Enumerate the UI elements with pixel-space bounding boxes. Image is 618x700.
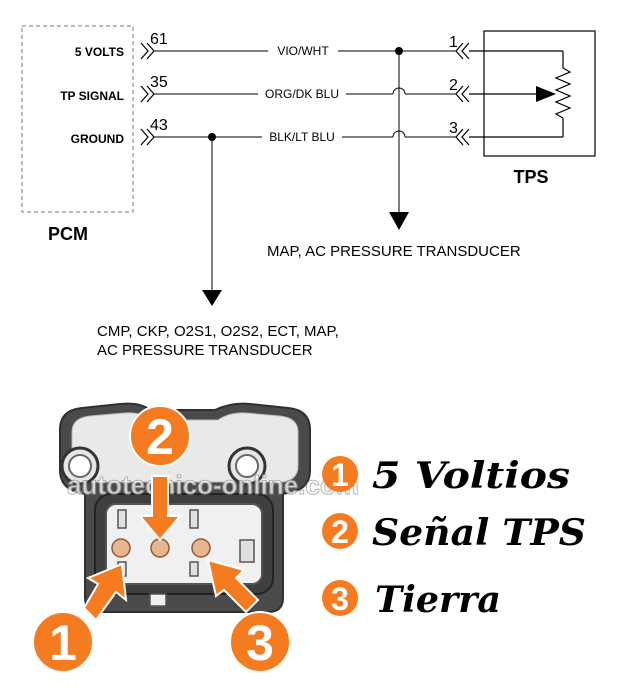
tps-title: TPS bbox=[513, 167, 548, 187]
tps-pin-number-3: 3 bbox=[449, 120, 458, 137]
socket-rib bbox=[189, 509, 199, 529]
connector-key bbox=[149, 593, 167, 607]
legend-number-1: 1 bbox=[331, 457, 349, 493]
wiper-arrow-icon bbox=[536, 86, 556, 102]
callout-arrow-2 bbox=[137, 475, 183, 542]
connector-pin-1 bbox=[111, 538, 131, 558]
tps-pin-number-1: 1 bbox=[449, 34, 458, 51]
mounting-hole-left-inner bbox=[68, 454, 92, 478]
arrow-down-icon bbox=[202, 290, 222, 306]
pcm-pin-label-1: 5 VOLTS bbox=[75, 45, 124, 59]
pcm-pin-number-35: 35 bbox=[150, 74, 168, 91]
tps-connector-illustration bbox=[59, 402, 311, 613]
legend-badge-2 bbox=[322, 513, 358, 549]
callout-arrow-1 bbox=[82, 562, 128, 622]
watermark: autotecnico-online.com bbox=[67, 470, 359, 500]
callout-number-3: 3 bbox=[246, 615, 274, 671]
legend-number-3: 3 bbox=[331, 581, 349, 617]
arrow-down-icon bbox=[389, 212, 409, 230]
legend-number-2: 2 bbox=[331, 514, 349, 550]
wire-color-2: ORG/DK BLU bbox=[265, 87, 339, 101]
wire-color-1: VIO/WHT bbox=[277, 44, 329, 58]
connector-pin-3 bbox=[191, 538, 211, 558]
pcm-pin-number-43: 43 bbox=[150, 117, 168, 134]
tps-connector-chevrons bbox=[455, 42, 470, 146]
pcm-pin-label-3: GROUND bbox=[71, 132, 125, 146]
legend-text-2: Señal TPS bbox=[372, 512, 586, 554]
callout-badges: 2 1 3 bbox=[32, 405, 291, 673]
callout-arrows bbox=[82, 475, 260, 622]
socket-rib bbox=[117, 509, 127, 529]
legend-badge-1 bbox=[322, 456, 358, 492]
legend-text-3: Tierra bbox=[375, 579, 501, 621]
connector-pin-2 bbox=[150, 538, 170, 558]
socket-rib bbox=[239, 539, 255, 563]
callout-badge-1 bbox=[32, 611, 94, 673]
junction-dot-ground bbox=[208, 133, 216, 141]
pcm-pin-label-2: TP SIGNAL bbox=[60, 89, 124, 103]
branch-label-vref: MAP, AC PRESSURE TRANSDUCER bbox=[267, 243, 521, 260]
callout-arrow-3 bbox=[206, 558, 260, 614]
callout-badge-3 bbox=[229, 611, 291, 673]
callout-badge-2 bbox=[129, 405, 191, 467]
legend-text-1: 5 Voltios bbox=[372, 455, 570, 497]
pcm-title: PCM bbox=[48, 224, 88, 244]
wire-color-3: BLK/LT BLU bbox=[269, 130, 335, 144]
legend-badge-3 bbox=[322, 580, 358, 616]
socket-rib bbox=[189, 561, 199, 577]
pcm-pin-number-61: 61 bbox=[150, 31, 168, 48]
callout-number-1: 1 bbox=[49, 615, 77, 671]
pcm-box bbox=[21, 25, 134, 213]
callout-number-2: 2 bbox=[146, 409, 174, 465]
branch-label-ground-1: CMP, CKP, O2S1, O2S2, ECT, MAP, bbox=[97, 323, 339, 340]
mounting-hole-right-inner bbox=[235, 454, 259, 478]
junction-dot-vref bbox=[395, 47, 403, 55]
pin-legend: 1 5 Voltios 2 Señal TPS 3 Tierra bbox=[322, 455, 586, 621]
potentiometer-icon bbox=[469, 50, 572, 138]
tps-pin-number-2: 2 bbox=[449, 77, 458, 94]
branch-label-ground-2: AC PRESSURE TRANSDUCER bbox=[97, 342, 313, 359]
